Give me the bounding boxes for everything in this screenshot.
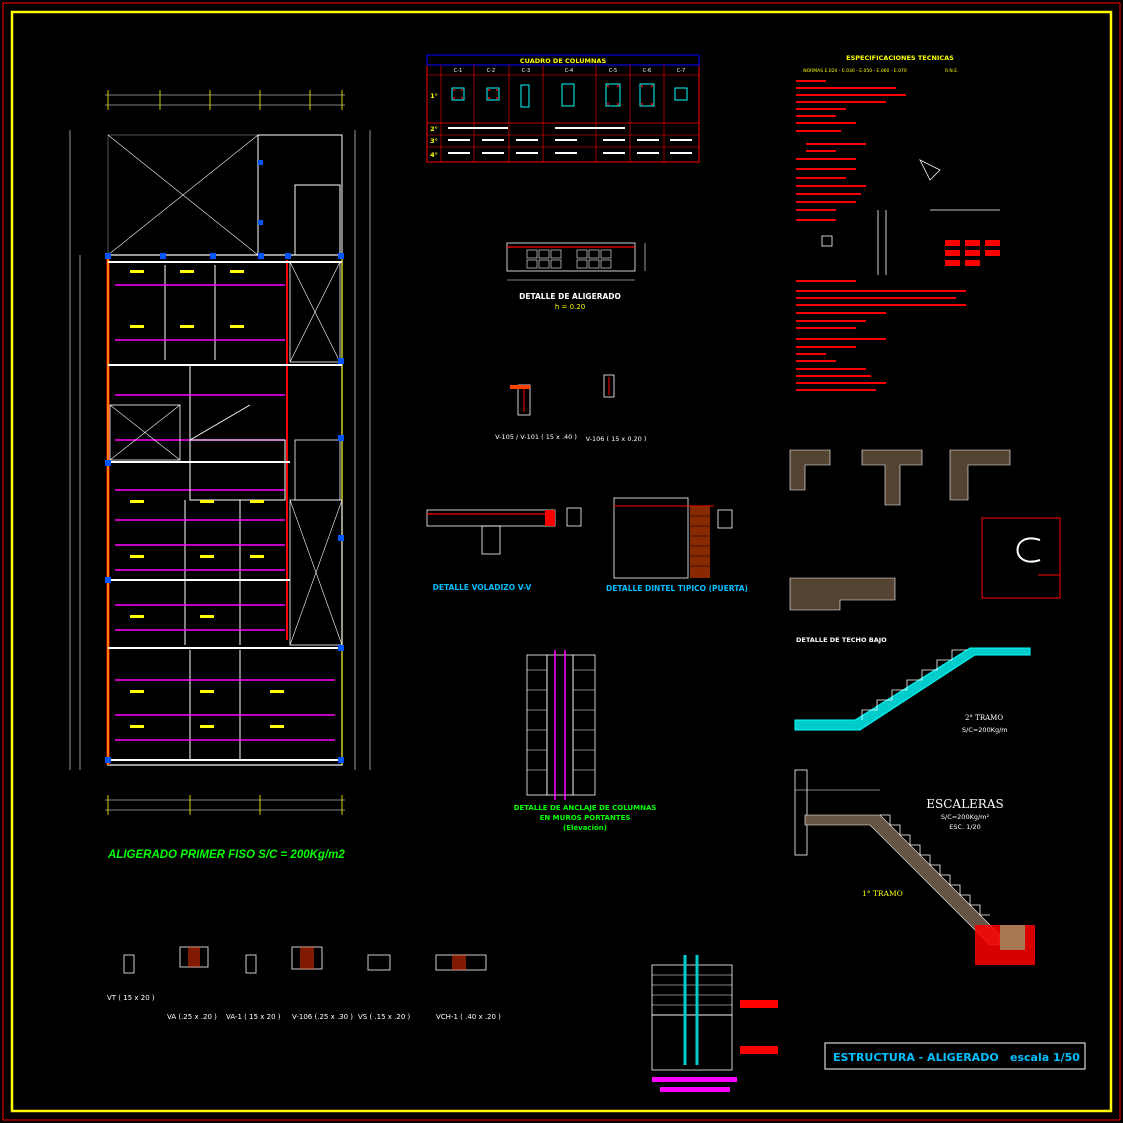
title-block-scale: escala 1/50 — [1010, 1051, 1080, 1064]
anclaje-title-1: DETALLE DE ANCLAJE DE COLUMNAS — [514, 804, 657, 812]
column-table-row-head: 3° — [430, 137, 438, 145]
stairs-title: ESCALERAS — [926, 797, 1003, 811]
anclaje-title-3: (Elevación) — [563, 824, 607, 832]
techo-bajo-title: DETALLE DE TECHO BAJO — [796, 636, 887, 644]
v106-label: V-106 ( 15 x 0.20 ) — [586, 435, 647, 443]
beam-section-label: V-106 (.25 x .30 ) — [292, 1013, 353, 1021]
beam-section-label: VT ( 15 x 20 ) — [107, 994, 155, 1002]
tramo2-label: 2° TRAMO — [965, 714, 1003, 722]
stairs-esc: ESC. 1/20 — [949, 823, 981, 831]
beam-section-label: VS ( .15 x .20 ) — [358, 1013, 410, 1021]
stairs-detail: 2° TRAMO S/C=200Kg/m ESCALERAS S/C=200Kg… — [794, 647, 1035, 965]
column-table-title: CUADRO DE COLUMNAS — [520, 57, 607, 65]
aligerado-title: DETALLE DE ALIGERADO — [519, 292, 621, 301]
column-table-head: C-4 — [565, 68, 573, 74]
column-table-row-head: 1° — [430, 92, 438, 100]
aligerado-h: h = 0.20 — [555, 303, 585, 311]
detail-anclaje: DETALLE DE ANCLAJE DE COLUMNAS EN MUROS … — [514, 650, 657, 832]
title-block: ESTRUCTURA - ALIGERADO escala 1/50 — [824, 1042, 1086, 1070]
column-table-row-head: 4° — [430, 151, 438, 159]
column-table-head: C-1 — [454, 68, 462, 74]
column-table-head: C-6 — [643, 68, 651, 74]
detail-aligerado: DETALLE DE ALIGERADO h = 0.20 — [506, 242, 646, 311]
stairs-sc: S/C=200Kg/m² — [941, 813, 990, 821]
detail-voladizo: DETALLE VOLADIZO V-V — [426, 507, 582, 592]
beam-sections: VT ( 15 x 20 ) VA (.25 x .20 ) VA-1 ( 15 x… — [107, 946, 501, 1021]
specs-title: ESPECIFICACIONES TECNICAS — [846, 54, 954, 62]
anclaje-title-2: EN MUROS PORTANTES — [540, 814, 631, 822]
specs-subtitle: NORMAS E.020 - E.030 - E.050 - E.060 - E… — [803, 68, 907, 74]
technical-specs: ESPECIFICACIONES TECNICAS NORMAS E.020 -… — [796, 54, 1000, 391]
beam-section-label: VA-1 ( 15 x 20 ) — [226, 1013, 281, 1021]
column-table-row-head: 2° — [430, 125, 438, 133]
plan-title: ALIGERADO PRIMER FISO S/C = 200Kg/m2 — [107, 849, 345, 861]
detail-wall-anchor — [651, 955, 778, 1092]
detail-beams-v105: V-105 / V-101 ( 15 x .40 ) V-106 ( 15 x … — [495, 374, 647, 443]
tramo2-sc: S/C=200Kg/m — [962, 726, 1008, 734]
title-block-title: ESTRUCTURA - ALIGERADO — [833, 1051, 999, 1064]
detail-sections: DETALLE DE TECHO BAJO — [789, 449, 1061, 644]
inner-frame — [10, 10, 1113, 1113]
floor-plan: ALIGERADO PRIMER FISO S/C = 200Kg/m2 — [69, 90, 371, 861]
beam-section-label: VA (.25 x .20 ) — [167, 1013, 217, 1021]
column-table-head: C-5 — [609, 68, 617, 74]
column-table-head: C-7 — [677, 68, 685, 74]
column-table: CUADRO DE COLUMNAS C-1 C-2 C-3 C-4 C-5 C-6 C-7… — [426, 54, 700, 163]
dintel-title: DETALLE DINTEL TIPICO (PUERTA) — [606, 584, 748, 593]
specs-sub-b: R.N.E. — [945, 68, 958, 74]
tramo1-label: 1° TRAMO — [862, 889, 903, 898]
voladizo-title: DETALLE VOLADIZO V-V — [433, 583, 532, 592]
column-table-head: C-3 — [522, 68, 530, 74]
detail-dintel: DETALLE DINTEL TIPICO (PUERTA) — [606, 497, 748, 593]
column-table-head: C-2 — [487, 68, 495, 74]
beam-section-label: VCH-1 ( .40 x .20 ) — [436, 1013, 501, 1021]
v105-label: V-105 / V-101 ( 15 x .40 ) — [495, 433, 577, 441]
